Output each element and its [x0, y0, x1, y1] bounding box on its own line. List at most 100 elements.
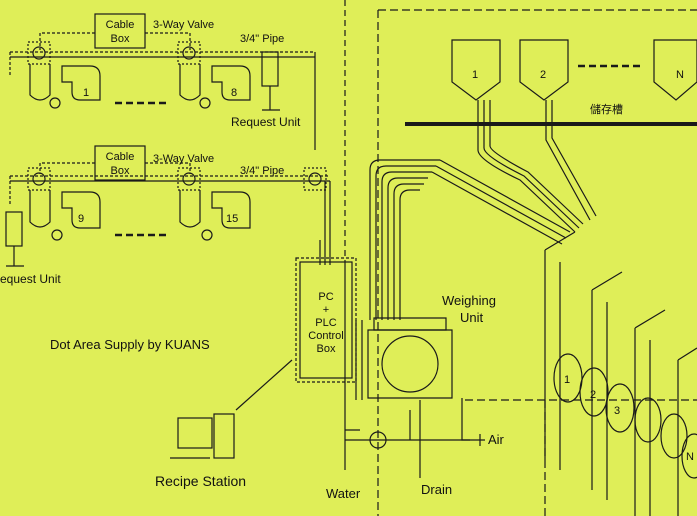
machine-label-15: 15 — [226, 213, 238, 225]
tank-1: 1 — [451, 39, 501, 101]
weighing-manifold — [373, 317, 447, 331]
recipe-monitor — [177, 417, 213, 449]
pipe-top-label: 3/4" Pipe — [240, 33, 284, 45]
drum-rack: 1 2 3 N — [544, 231, 697, 516]
bundle-diagonal — [431, 159, 571, 245]
bundle-line-1 — [477, 100, 576, 233]
bundle-line-4 — [545, 100, 591, 221]
cable-box-top-line2: Box — [111, 33, 130, 45]
middle-machine-row: Cable Box 3-Way Valve 3/4" Pipe 9 15 equ… — [0, 145, 330, 286]
hose-9 — [29, 190, 51, 228]
control-dashed-line-mid — [9, 175, 330, 205]
request-unit-mid-screen — [5, 211, 23, 247]
riser-pipes — [319, 0, 346, 265]
machine-1-body — [61, 65, 101, 101]
tank-n-body — [653, 39, 697, 101]
cable-box-top — [94, 13, 146, 49]
pump-9-icon — [51, 229, 63, 241]
valve-box-mid-main — [303, 167, 327, 191]
machine-label-8: 8 — [231, 87, 237, 99]
bundle-line-2 — [483, 100, 580, 229]
drum-4 — [634, 397, 662, 443]
tank-label-2: 2 — [540, 69, 546, 81]
machine-8-body — [211, 65, 251, 101]
drum-5 — [660, 413, 688, 459]
top-machine-row: Cable Box 3-Way Valve 3/4" Pipe 1 8 Requ… — [9, 13, 316, 150]
weighing-scale — [381, 335, 439, 393]
water-pump-icon — [369, 431, 387, 449]
hose-1 — [29, 64, 51, 101]
weighing-unit-group: Weighing Unit — [355, 293, 496, 400]
control-box — [299, 261, 353, 379]
pipe-mid-label: 3/4" Pipe — [240, 165, 284, 177]
drum-n — [681, 433, 697, 479]
air-line — [461, 398, 485, 446]
control-box-line1: PC — [318, 291, 333, 303]
dot-area-label: Dot Area Supply by KUANS — [50, 337, 210, 352]
bundle-line-5 — [551, 100, 597, 217]
machine-label-9: 9 — [78, 213, 84, 225]
request-unit-mid-label: equest Unit — [0, 272, 61, 286]
valve-mid-main-icon — [308, 172, 322, 186]
valve-top-1-icon — [32, 46, 46, 60]
recipe-station-label: Recipe Station — [155, 473, 246, 489]
valve-box-top-1 — [27, 41, 51, 65]
weighing-unit-line2: Unit — [460, 310, 484, 325]
lower-area-boundary — [465, 399, 697, 516]
hose-8 — [179, 64, 201, 101]
drum-label-3: 3 — [614, 405, 620, 417]
air-label: Air — [488, 432, 505, 447]
tank-2: 2 — [519, 39, 569, 101]
water-label: Water — [326, 486, 361, 501]
drum-label-n: N — [686, 451, 694, 463]
bundle-to-weighing — [369, 159, 440, 320]
valve-top-8-icon — [182, 46, 196, 60]
drum-2 — [579, 367, 609, 417]
valve-stems — [409, 400, 421, 440]
rack-post-1 — [544, 231, 576, 470]
weighing-side-pipes — [355, 320, 363, 400]
three-way-valve-top-label: 3-Way Valve — [153, 19, 214, 31]
storage-tank-label: 儲存槽 — [590, 102, 623, 116]
pump-15-icon — [201, 229, 213, 241]
tank-1-body — [451, 39, 501, 101]
hose-bundle — [369, 100, 597, 320]
tank-label-1: 1 — [472, 69, 478, 81]
drum-label-2: 2 — [590, 389, 596, 401]
water-branch — [345, 429, 470, 441]
machine-9-body — [61, 191, 101, 229]
cable-box-mid-line2: Box — [111, 165, 130, 177]
pump-8-icon — [199, 97, 211, 109]
network-cable — [235, 359, 293, 411]
drum-label-1: 1 — [564, 374, 570, 386]
drain-label: Drain — [421, 482, 452, 497]
valve-mid-15-icon — [182, 172, 196, 186]
tank-n: N — [653, 39, 697, 101]
control-box-line2: + — [323, 304, 329, 316]
tank-2-body — [519, 39, 569, 101]
cable-box-top-line1: Cable — [106, 19, 135, 31]
three-way-valve-mid-label: 3-Way Valve — [153, 153, 214, 165]
control-box-group: PC + PLC Control Box — [295, 257, 357, 383]
machine-15-body — [211, 191, 251, 229]
valve-mid-9-icon — [32, 172, 46, 186]
rack-post-4 — [677, 347, 697, 516]
bundle-line-3 — [489, 100, 584, 225]
control-box-line3: PLC — [315, 317, 336, 329]
cable-box-mid-line1: Cable — [106, 151, 135, 163]
control-box-line4: Control — [308, 330, 343, 342]
recipe-station-group: Dot Area Supply by KUANS Recipe Station — [50, 337, 293, 489]
cable-box-mid-links — [39, 162, 191, 174]
weighing-frame — [367, 329, 453, 399]
valve-box-mid-9 — [27, 167, 51, 191]
weighing-unit-line1: Weighing — [442, 293, 496, 308]
control-dashed-line-top — [9, 51, 315, 75]
request-unit-mid-stand — [6, 246, 24, 267]
pump-1-icon — [49, 97, 61, 109]
tank-label-n: N — [676, 69, 684, 81]
request-unit-top-label: Request Unit — [231, 115, 301, 129]
valve-box-top-8 — [177, 41, 201, 65]
drum-3 — [605, 383, 635, 433]
